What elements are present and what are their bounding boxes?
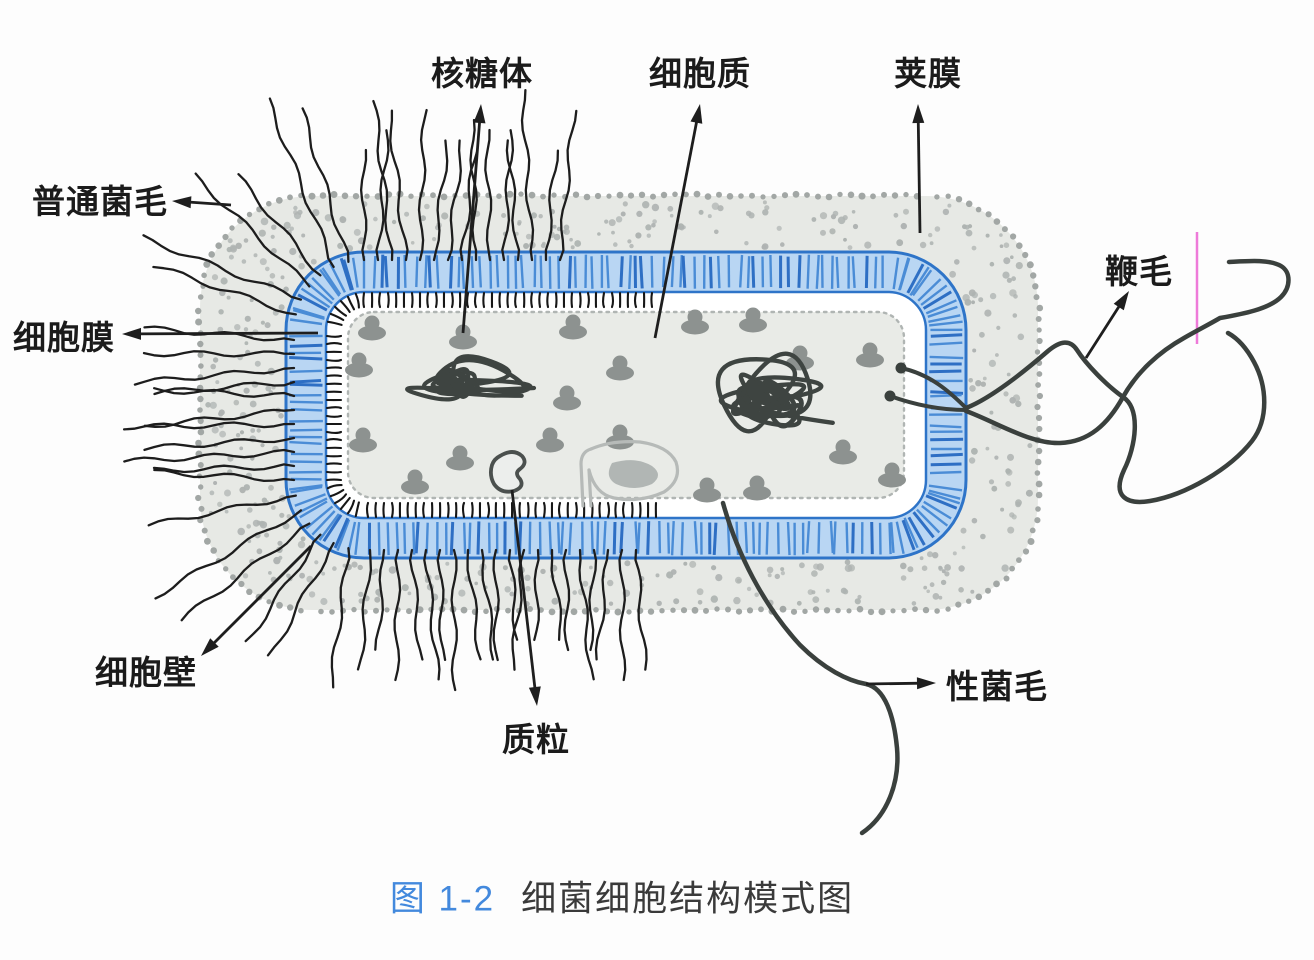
common-pili-layer [122,88,648,692]
label-capsule: 荚膜 [894,57,962,93]
label-cell-membrane: 细胞膜 [13,321,115,357]
label-sex-pili: 性菌毛 [946,670,1048,706]
label-plasmid: 质粒 [502,723,570,759]
label-arrows-layer [122,104,1129,706]
label-ribosome: 核糖体 [431,57,533,93]
label-common-pili: 普通菌毛 [32,185,168,221]
label-flagellum: 鞭毛 [1105,255,1173,291]
figure-number: 图 1-2 [389,879,496,919]
cytoplasm-content-layer [345,307,968,508]
figure-title: 细菌细胞结构模式图 [521,879,855,919]
flagella-and-sex-pilus-layer [720,232,1291,836]
figure-caption: 图 1-2 细菌细胞结构模式图 [390,871,854,922]
cell-membrane-layer [325,291,658,519]
label-cell-wall: 细胞壁 [95,656,197,692]
label-cytoplasm: 细胞质 [649,57,751,93]
